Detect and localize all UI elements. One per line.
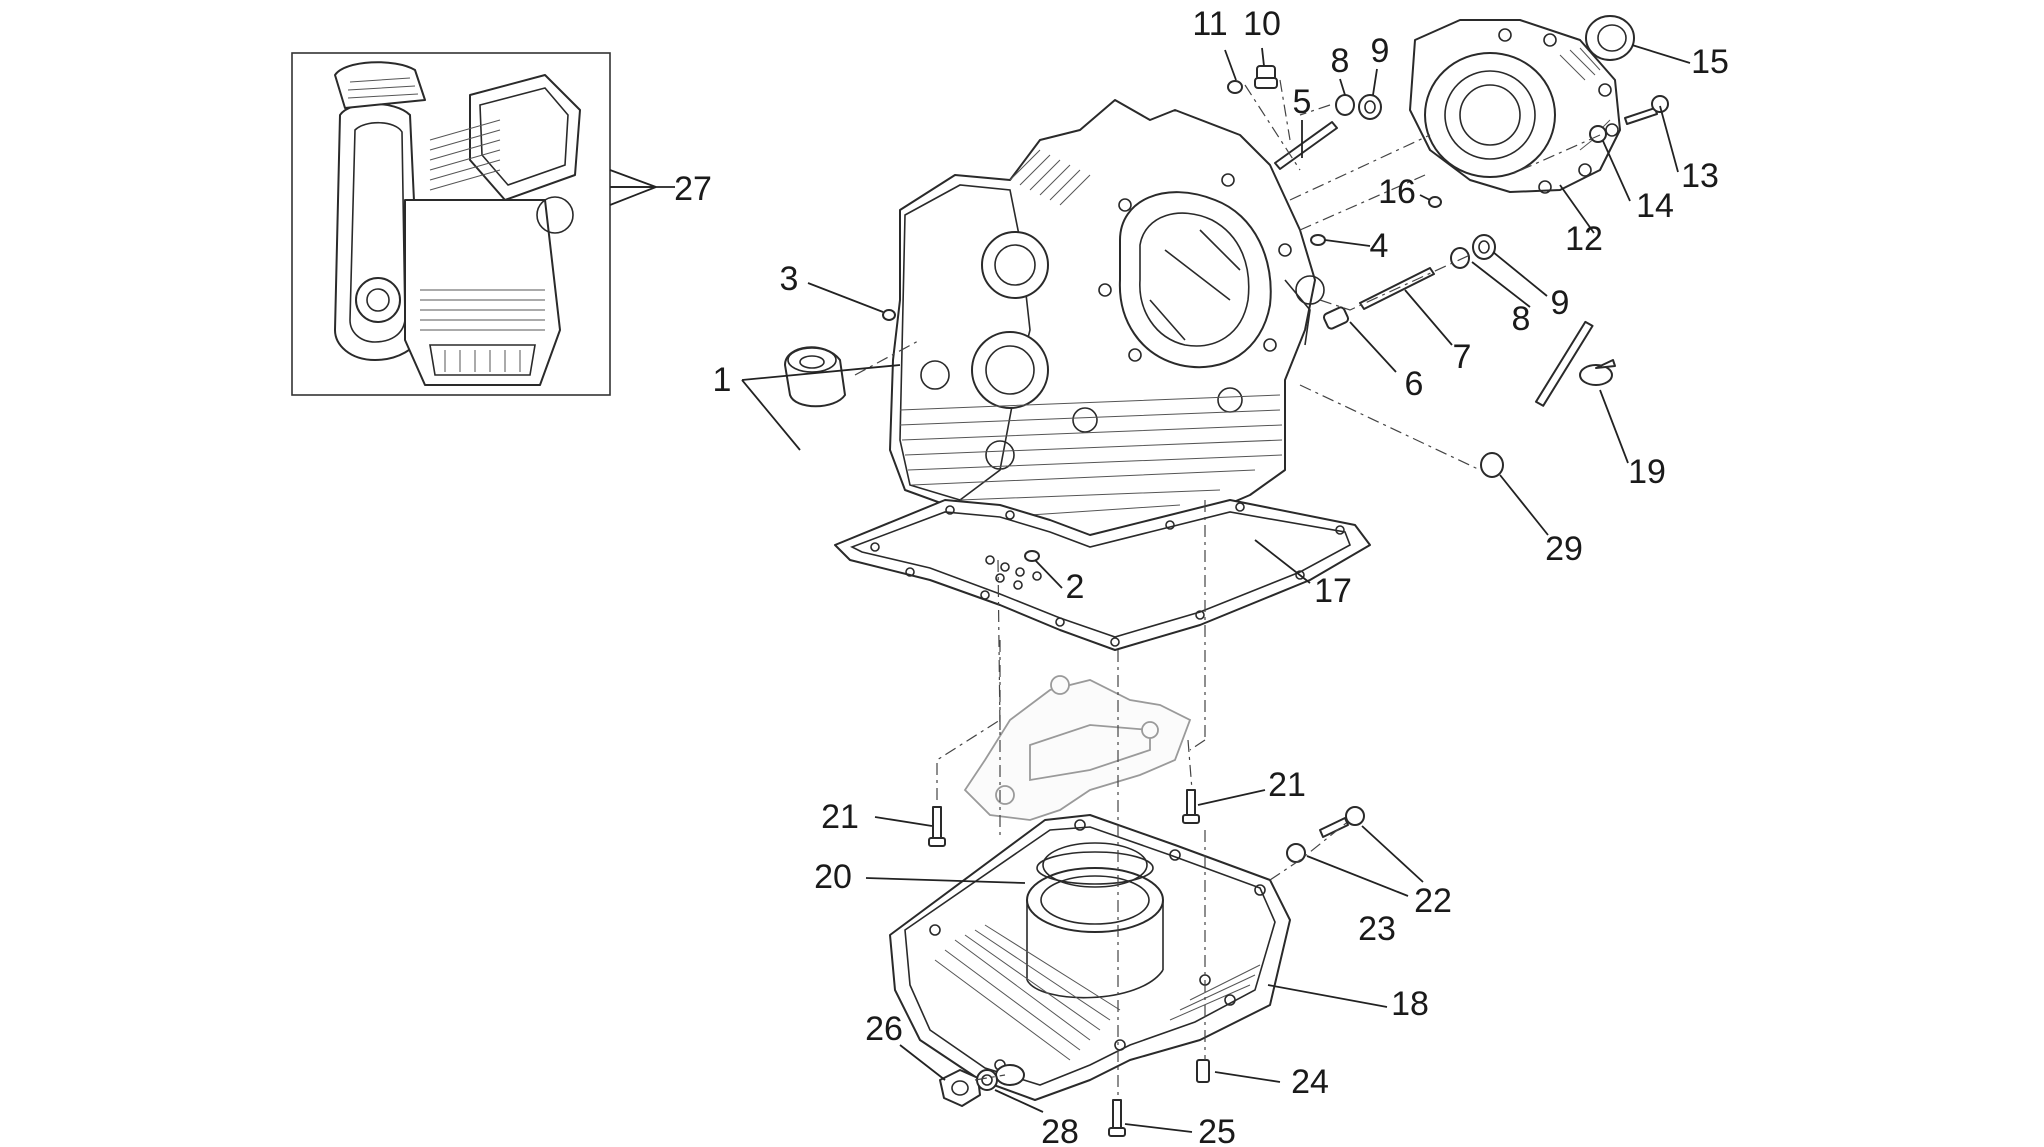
callout-19: 19 [1628,453,1666,491]
callout-29: 29 [1545,530,1583,568]
callout-11: 11 [1192,5,1227,43]
callout-4: 4 [1370,227,1389,265]
callout-14: 14 [1636,187,1674,225]
callout-2: 2 [1066,568,1085,606]
callout-27: 27 [674,170,712,208]
callout-18: 18 [1391,985,1429,1023]
callout-8-lower: 8 [1512,300,1531,338]
callout-5: 5 [1293,83,1312,121]
crankcase [889,99,1325,546]
callout-6: 6 [1405,365,1424,403]
callout-13: 13 [1681,157,1719,195]
callout-25: 25 [1198,1113,1236,1147]
callout-3: 3 [780,260,799,298]
callout-17: 17 [1314,572,1352,610]
callout-9-upper: 9 [1371,32,1390,70]
engine-overview-inset [291,52,611,396]
callout-21-right: 21 [1268,766,1306,804]
callout-16: 16 [1378,173,1416,211]
small-parts [784,65,1669,1137]
callout-22: 22 [1414,882,1452,920]
callout-28: 28 [1041,1113,1079,1147]
callout-1: 1 [713,361,732,399]
callout-8-upper: 8 [1331,42,1350,80]
callout-10: 10 [1243,5,1281,43]
oil-sump [889,814,1291,1101]
callout-9-lower: 9 [1551,284,1570,322]
oil-manifold [963,675,1192,821]
callout-21-left: 21 [821,798,859,836]
callout-24: 24 [1291,1063,1329,1101]
callout-7: 7 [1453,338,1472,376]
callout-20: 20 [814,858,852,896]
callout-23: 23 [1358,910,1396,948]
assembly-axes [854,79,1601,1100]
sump-gasket [834,499,1371,651]
leader-lines [609,44,1691,1133]
callout-26: 26 [865,1010,903,1048]
callout-12: 12 [1565,220,1603,258]
callout-labels: 1 2 3 4 5 6 7 8 8 9 9 10 11 12 13 14 15 … [674,5,1729,1147]
oil-seal [1585,15,1635,61]
callout-15: 15 [1691,43,1729,81]
